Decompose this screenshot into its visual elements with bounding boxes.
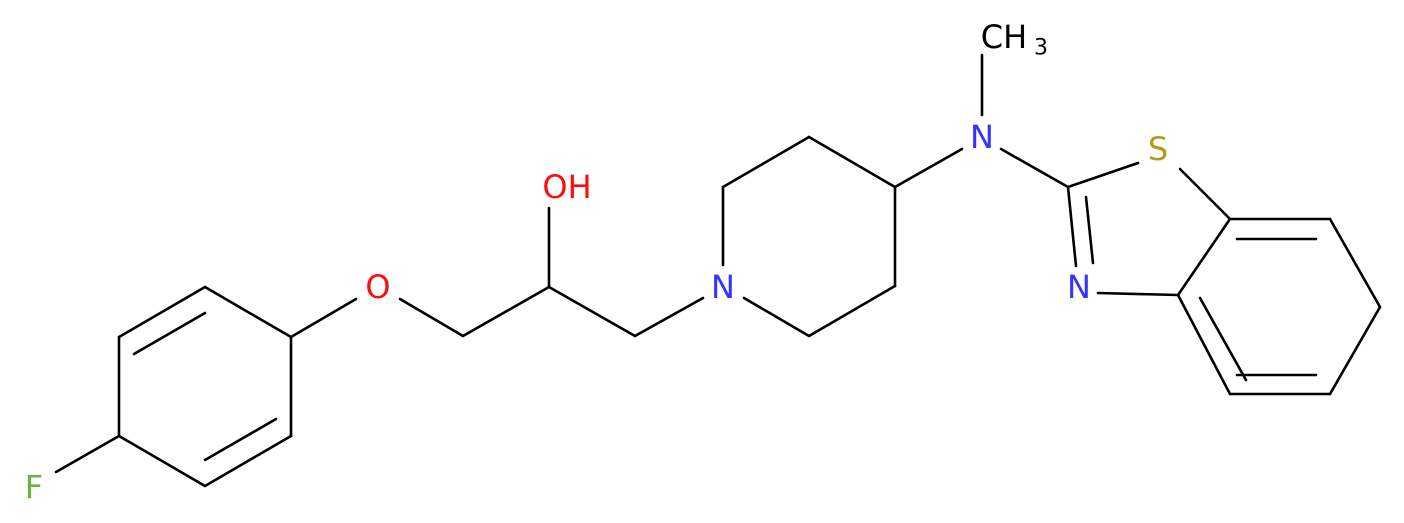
bond bbox=[461, 285, 551, 338]
bond bbox=[203, 434, 293, 488]
bond bbox=[117, 434, 207, 488]
atom-nitrogen-piperidine: N bbox=[711, 268, 735, 306]
bond bbox=[1096, 291, 1180, 297]
atom-sulfur: S bbox=[1148, 130, 1168, 168]
bond bbox=[893, 147, 964, 189]
bond bbox=[1176, 293, 1232, 396]
bond bbox=[1198, 296, 1248, 382]
atom-nitrogen-amine: N bbox=[970, 118, 994, 156]
bond bbox=[999, 147, 1070, 189]
bond bbox=[398, 297, 465, 338]
bond bbox=[742, 296, 811, 338]
bond bbox=[1328, 217, 1382, 309]
bond bbox=[633, 296, 705, 338]
atom-nitrogen-thiazole: N bbox=[1067, 268, 1091, 306]
bond bbox=[1066, 185, 1078, 268]
bond bbox=[289, 297, 358, 339]
bond bbox=[203, 417, 278, 462]
bond bbox=[1066, 161, 1140, 189]
bond bbox=[1328, 305, 1382, 396]
bond bbox=[1178, 167, 1232, 221]
bond bbox=[117, 285, 207, 339]
bond bbox=[807, 135, 897, 189]
atom-labels: F O OH N N CH 3 S N bbox=[25, 18, 1168, 506]
bond bbox=[721, 135, 811, 189]
bond bbox=[807, 284, 897, 338]
atom-methyl-subscript: 3 bbox=[1034, 36, 1048, 61]
atom-methyl: CH bbox=[981, 18, 1027, 56]
bond bbox=[1176, 217, 1232, 297]
bond bbox=[132, 311, 207, 356]
bond bbox=[1084, 195, 1095, 265]
bond bbox=[203, 285, 293, 339]
atom-hydroxyl: OH bbox=[542, 168, 591, 206]
atom-oxygen-ether: O bbox=[365, 268, 390, 306]
bonds bbox=[54, 53, 1382, 488]
atom-fluorine: F bbox=[25, 468, 43, 506]
bond bbox=[54, 434, 121, 474]
bond bbox=[547, 285, 637, 338]
